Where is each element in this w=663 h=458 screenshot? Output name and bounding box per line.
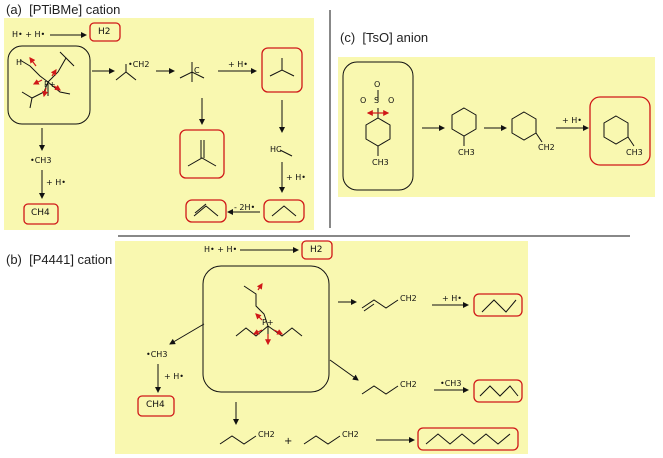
ch4-box-a (23, 203, 59, 225)
ch2-butyl-2: CH2 (342, 430, 359, 439)
ch2-butyl-1: CH2 (258, 430, 275, 439)
plus-sign: + (284, 436, 293, 447)
o-left-label: O (360, 96, 367, 105)
ch2-butyl: CH2 (400, 380, 417, 389)
p-plus-a: P+ (44, 80, 56, 89)
ch3-aryl: CH3 (458, 148, 475, 157)
panel-c-label: (c) [TsO] anion (340, 30, 429, 45)
ch3-radical-a: •CH3 (30, 156, 52, 165)
tert-butyl-radical (179, 62, 205, 82)
panel-c-background (338, 57, 655, 197)
octane (425, 433, 511, 445)
p-plus-b: P+ (262, 318, 274, 327)
h-atom-a: H (16, 58, 23, 67)
plus-h-a1: + H• (228, 60, 248, 69)
butyl-radical-2 (303, 435, 341, 445)
butenyl-radical (361, 299, 399, 312)
plus-h-a3: + H• (46, 178, 66, 187)
propane-box (263, 199, 305, 223)
pentane (479, 385, 519, 397)
ch3-radical-b: •CH3 (146, 350, 168, 359)
isobutylene (187, 140, 217, 167)
h2-box-b (301, 240, 333, 260)
ptibme-structure (19, 51, 75, 109)
benzyl-radical (511, 111, 543, 143)
butyl-radical-1 (219, 435, 257, 445)
o-minus-label: O (374, 80, 381, 89)
pentane-box (473, 379, 523, 403)
c-radical-label: C (194, 66, 200, 75)
butane (481, 299, 517, 313)
ch3-radical-b2: •CH3 (440, 379, 462, 388)
secondary-radical (279, 149, 293, 157)
octane-box (417, 427, 519, 451)
butane-box (473, 293, 523, 317)
isobutane-box (261, 47, 303, 93)
h2-box-a (89, 22, 121, 42)
s-label: S (374, 96, 380, 105)
plus-h-b1: + H• (442, 294, 462, 303)
isobutane (269, 58, 295, 77)
h-plus-h-a: H• + H• (12, 30, 46, 39)
hc-radical-label: HC (270, 145, 282, 154)
panel-a-label: (a) [PTiBMe] cation (6, 2, 121, 17)
ch2-radical-label: •CH2 (128, 60, 150, 69)
butyl-radical (361, 385, 399, 395)
ptibme-reactant-box (7, 45, 91, 125)
plus-h-b2: + H• (164, 372, 184, 381)
tosylate-structure (365, 90, 391, 156)
minus-2h-label: - 2H• (234, 203, 256, 212)
propane (271, 205, 297, 217)
tso-reactant-box (342, 61, 414, 191)
h2-label-a: H2 (98, 27, 111, 37)
ch4-box-b (137, 395, 175, 417)
ch4-label-a: CH4 (31, 208, 50, 218)
p4441-reactant-box (202, 265, 330, 393)
isobutylene-box (179, 129, 225, 179)
o-right-label: O (388, 96, 395, 105)
propene (193, 203, 219, 217)
plus-h-a2: + H• (286, 173, 306, 182)
plus-h-c: + H• (562, 116, 582, 125)
panel-b-background (115, 241, 528, 454)
red-arrows-a (29, 57, 61, 98)
ch4-label-b: CH4 (146, 400, 165, 410)
ch2-benzyl: CH2 (538, 143, 555, 152)
h-plus-h-b: H• + H• (204, 245, 238, 254)
aryl-radical (451, 107, 477, 146)
toluene-box (589, 96, 651, 166)
ch3-tso: CH3 (372, 158, 389, 167)
panel-b-label: (b) [P4441] cation (6, 252, 113, 267)
ch2-butenyl: CH2 (400, 294, 417, 303)
propene-box (185, 199, 227, 223)
toluene (603, 115, 635, 147)
h2-label-b: H2 (310, 245, 323, 255)
ch3-toluene: CH3 (626, 148, 643, 157)
